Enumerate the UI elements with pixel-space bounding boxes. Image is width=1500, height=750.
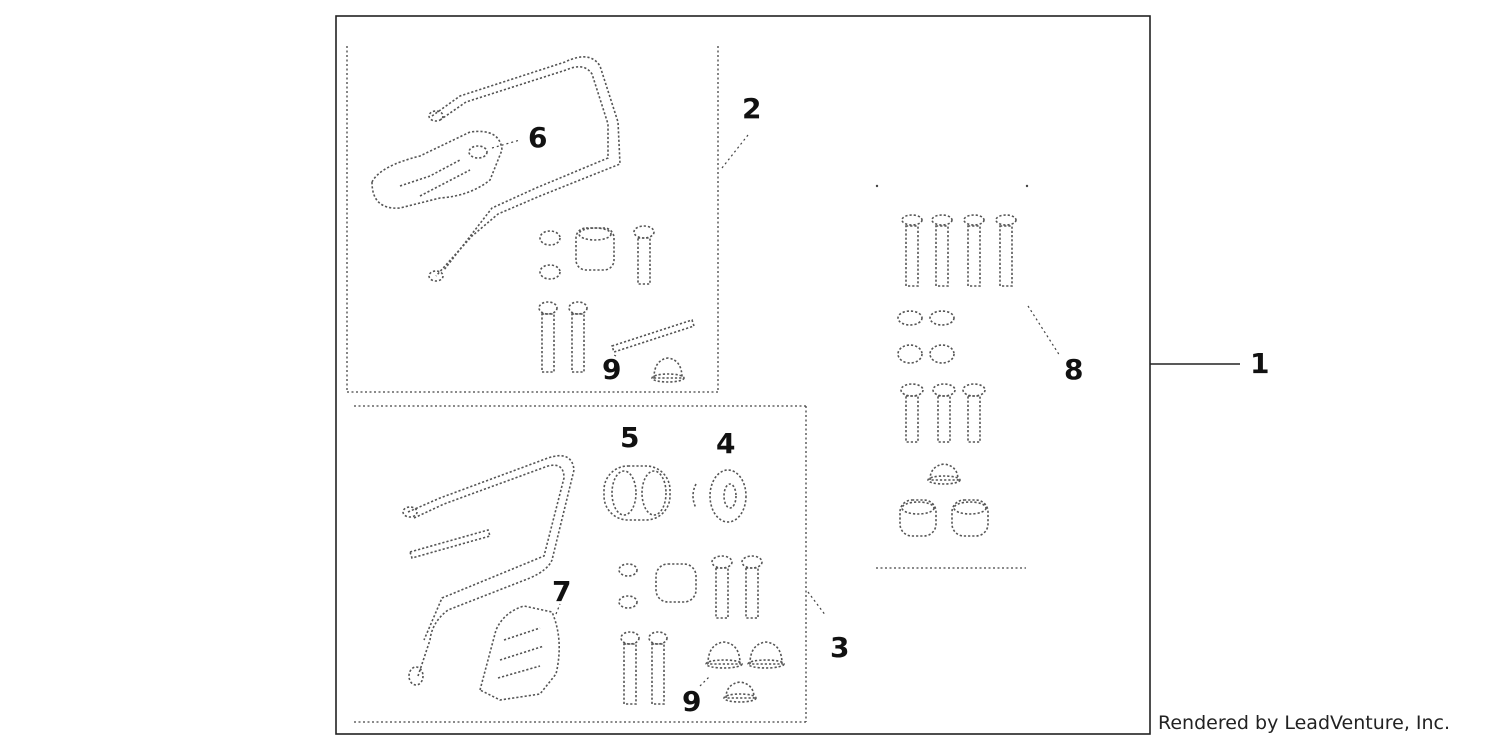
bracket-6 bbox=[371, 130, 503, 209]
callout-3: 3 bbox=[830, 631, 850, 664]
bracket-7 bbox=[479, 605, 560, 701]
callout-7: 7 bbox=[552, 575, 572, 608]
subkit-3-box bbox=[354, 405, 807, 723]
subkit-2-box bbox=[346, 46, 719, 393]
leader-7 bbox=[555, 603, 561, 615]
leader-3 bbox=[807, 591, 827, 617]
leader-6 bbox=[491, 139, 521, 149]
callout-5: 5 bbox=[620, 421, 640, 454]
leader-9a bbox=[611, 353, 617, 357]
kit-8-group bbox=[875, 184, 1029, 569]
render-credit: Rendered by LeadVenture, Inc. bbox=[1158, 712, 1451, 734]
callout-9-lower: 9 bbox=[682, 685, 702, 718]
callout-2: 2 bbox=[742, 92, 762, 125]
rod-3 bbox=[408, 529, 492, 559]
hardware-3 bbox=[603, 465, 785, 705]
grab-rail-lower bbox=[407, 454, 575, 677]
leader-9b bbox=[699, 675, 711, 687]
hardware-8 bbox=[897, 214, 1017, 537]
kit-frame bbox=[335, 15, 1151, 735]
callout-6: 6 bbox=[528, 121, 548, 154]
callout-4: 4 bbox=[716, 427, 736, 460]
grab-rail-upper bbox=[431, 56, 621, 277]
grab-rail-upper-inner bbox=[439, 66, 609, 271]
hardware-2 bbox=[538, 225, 696, 383]
callout-1: 1 bbox=[1250, 347, 1270, 380]
leader-8 bbox=[1027, 305, 1061, 357]
callout-8: 8 bbox=[1064, 353, 1084, 386]
callout-9-upper: 9 bbox=[602, 353, 622, 386]
leader-2 bbox=[721, 134, 749, 169]
